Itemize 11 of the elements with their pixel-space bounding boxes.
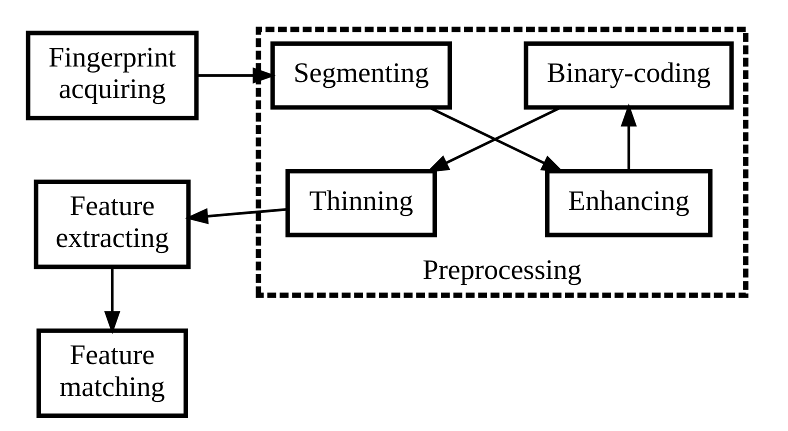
node-box: Thinning: [285, 168, 437, 238]
node-box: Segmenting: [270, 41, 452, 110]
arrow: [185, 208, 288, 224]
node-box: Feature matching: [36, 328, 188, 418]
node-box: Fingerprint acquiring: [26, 30, 199, 120]
arrow: [196, 67, 276, 84]
arrow: [104, 267, 120, 334]
node-box: Enhancing: [545, 168, 712, 238]
arrow: [620, 103, 637, 171]
node-box: Feature extracting: [34, 180, 191, 270]
node-box: Binary-coding: [524, 41, 734, 110]
